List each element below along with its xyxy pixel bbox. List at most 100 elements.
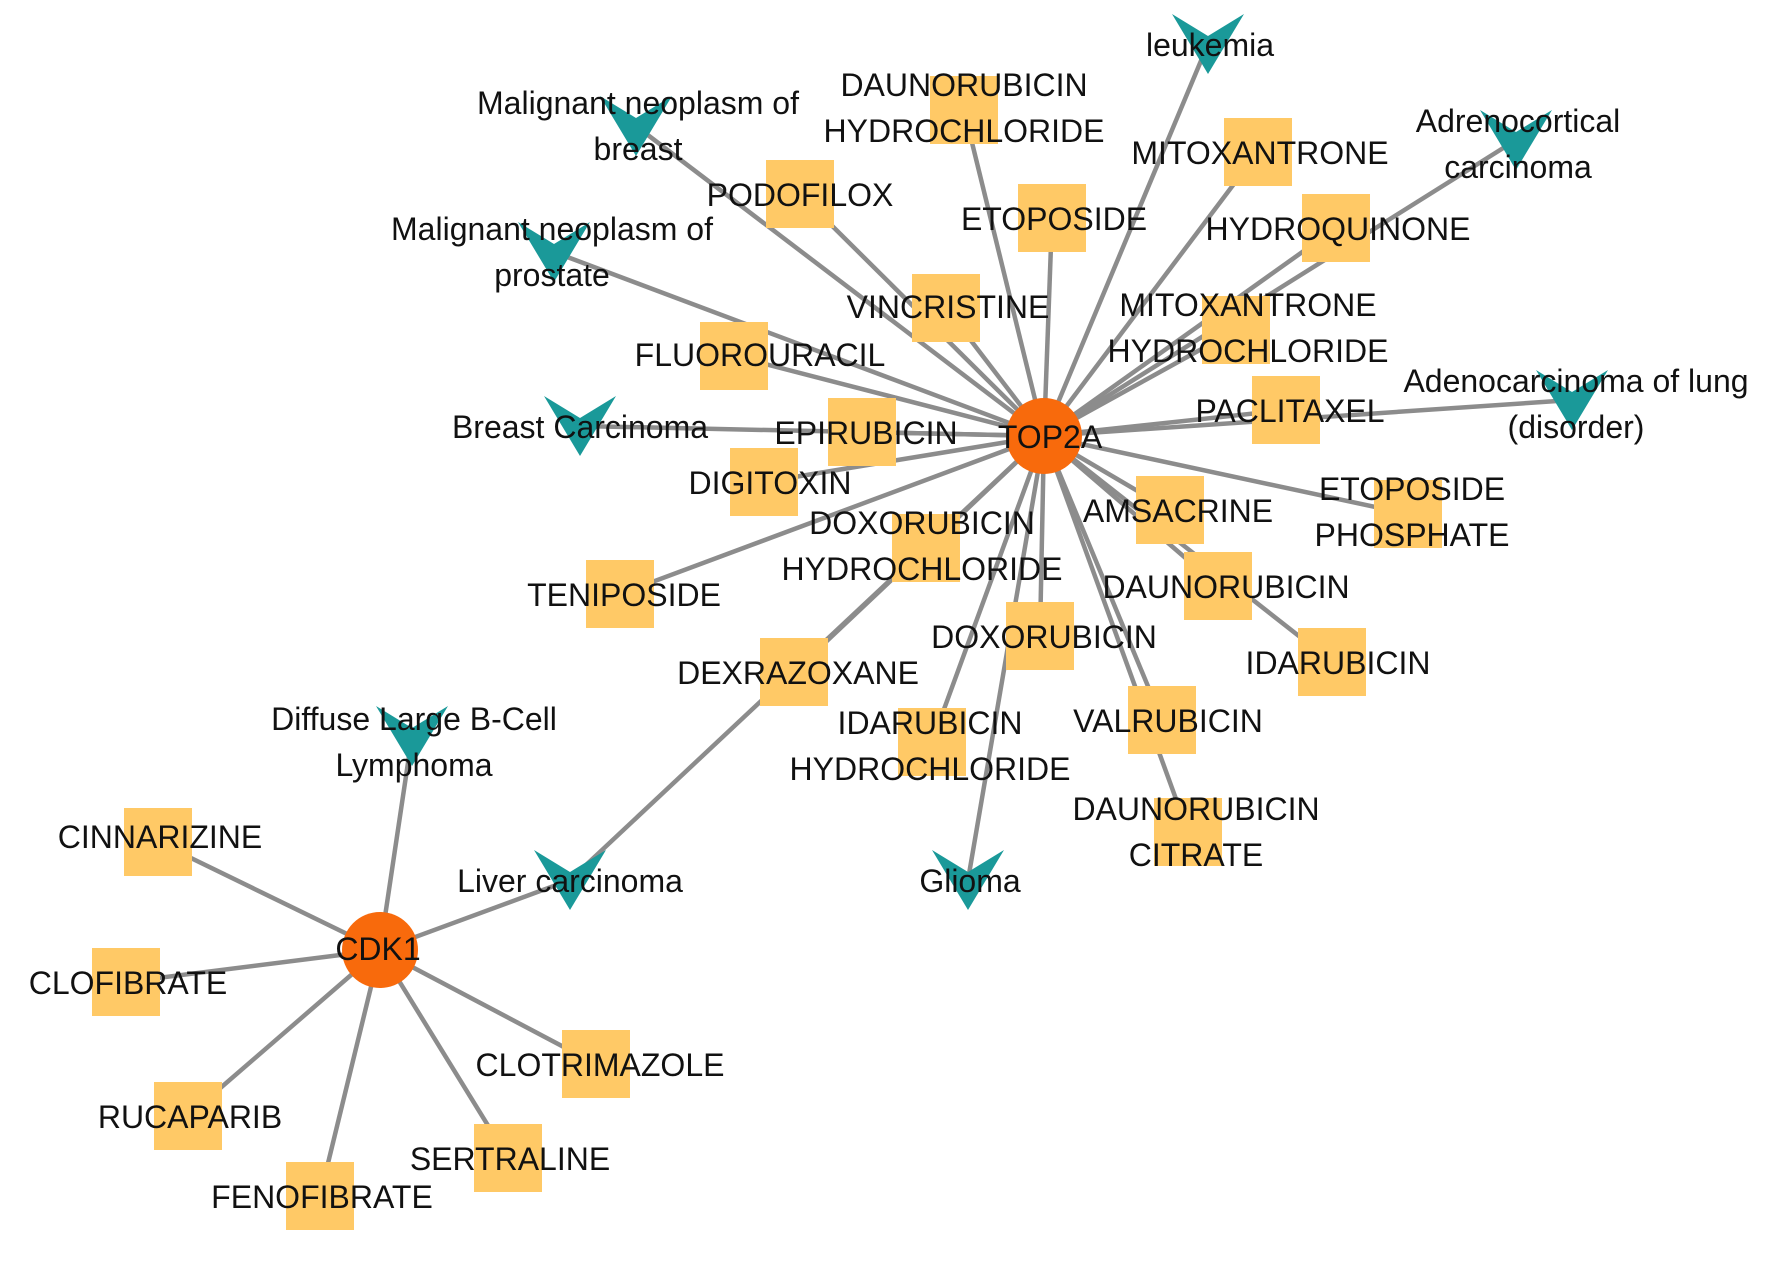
adeno-lung-label-line: (disorder) (1508, 409, 1645, 445)
disease-node-mn-breast[interactable] (600, 96, 672, 156)
edge-leukemia-top2a (1041, 43, 1211, 437)
mitoxantrone-hcl-label-line: HYDROCHLORIDE (1108, 333, 1389, 369)
dexrazoxane-label: DEXRAZOXANE (677, 655, 919, 691)
drug-node-idarubicin[interactable] (1298, 628, 1366, 696)
disease-node-mn-prostate[interactable] (518, 222, 590, 282)
edge-valrubicin-top2a (1041, 435, 1165, 721)
disease-node-dlbcl[interactable] (376, 706, 448, 766)
daunorubicin-label: DAUNORUBICIN (1102, 569, 1349, 605)
daunorubicin-citrate-label-line: CITRATE (1129, 837, 1264, 873)
sertraline-label-line: SERTRALINE (410, 1141, 610, 1177)
drug-node-teniposide[interactable] (586, 560, 654, 628)
drug-node-cinnarizine[interactable] (124, 808, 192, 876)
fluorouracil-label: FLUOROURACIL (635, 337, 886, 373)
drug-node-fenofibrate[interactable] (286, 1162, 354, 1230)
dlbcl-label-line: Lymphoma (335, 747, 492, 783)
drug-node-sertraline[interactable] (474, 1124, 542, 1192)
hub-node-top2a[interactable] (1006, 398, 1082, 474)
node-layer (92, 14, 1608, 1230)
mn-breast-label: Malignant neoplasm of breast (477, 85, 799, 167)
adrenocortical-label-line: carcinoma (1444, 149, 1592, 185)
hydroquinone-label-line: HYDROQUINONE (1206, 211, 1471, 247)
disease-node-adeno-lung[interactable] (1536, 370, 1608, 430)
drug-node-daunorubicin-hcl[interactable] (930, 76, 998, 144)
podofilox-label: PODOFILOX (707, 177, 894, 213)
hydroquinone-label: HYDROQUINONE (1206, 211, 1471, 247)
amsacrine-label-line: AMSACRINE (1083, 493, 1273, 529)
vincristine-label: VINCRISTINE (847, 289, 1050, 325)
drug-node-rucaparib[interactable] (154, 1082, 222, 1150)
clotrimazole-label: CLOTRIMAZOLE (476, 1047, 725, 1083)
leukemia-label-line: leukemia (1146, 27, 1274, 63)
adeno-lung-label: Adenocarcinoma of lung(disorder) (1403, 363, 1748, 445)
doxorubicin-label: DOXORUBICIN (931, 619, 1157, 655)
mitoxantrone-hcl-label: MITOXANTRONE HYDROCHLORIDE (1108, 287, 1389, 369)
amsacrine-label: AMSACRINE (1083, 493, 1273, 529)
edge-idarubicin-top2a (1042, 434, 1334, 664)
drug-node-doxorubicin[interactable] (1006, 602, 1074, 670)
cdk1-label: CDK1 (335, 931, 420, 967)
edge-fenofibrate-cdk1 (317, 949, 383, 1197)
valrubicin-label: VALRUBICIN (1073, 703, 1263, 739)
drug-node-dexrazoxane[interactable] (760, 638, 828, 706)
daunorubicin-hcl-label-line: DAUNORUBICIN (840, 67, 1087, 103)
edge-digitoxin-top2a (763, 433, 1045, 485)
drug-node-amsacrine[interactable] (1136, 476, 1204, 544)
drug-node-podofilox[interactable] (766, 160, 834, 228)
digitoxin-label: DIGITOXIN (689, 465, 852, 501)
drug-node-valrubicin[interactable] (1128, 686, 1196, 754)
clotrimazole-label-line: CLOTRIMAZOLE (476, 1047, 725, 1083)
drug-node-digitoxin[interactable] (730, 448, 798, 516)
mn-breast-label-line: breast (594, 131, 683, 167)
doxorubicin-hcl-label-line: HYDROCHLORIDE (782, 551, 1063, 587)
leukemia-label: leukemia (1146, 27, 1274, 63)
cinnarizine-label-line: CINNARIZINE (58, 819, 262, 855)
mitoxantrone-hcl-label-line: MITOXANTRONE (1119, 287, 1376, 323)
fenofibrate-label: FENOFIBRATE (211, 1179, 433, 1215)
edge-idarubicin-hcl-top2a (929, 435, 1047, 743)
drug-node-vincristine[interactable] (912, 274, 980, 342)
drug-node-daunorubicin-citrate[interactable] (1154, 798, 1222, 866)
edge-daunorubicin-citrate-top2a (1041, 435, 1191, 833)
drug-node-mitoxantrone-hcl[interactable] (1202, 296, 1270, 364)
breast-carcinoma-label-line: Breast Carcinoma (452, 409, 708, 445)
disease-node-breast-carcinoma[interactable] (544, 396, 616, 456)
label-layer: DAUNORUBICIN HYDROCHLORIDE MITOXANTRONE POD… (29, 27, 1749, 1215)
teniposide-label-line: TENIPOSIDE (527, 577, 721, 613)
glioma-label-line: Glioma (919, 863, 1021, 899)
disease-node-adrenocortical[interactable] (1480, 110, 1552, 170)
drug-node-etoposide-phosphate[interactable] (1374, 480, 1442, 548)
drug-node-doxorubicin-hcl[interactable] (892, 514, 960, 582)
mn-breast-label-line: Malignant neoplasm of (477, 85, 799, 121)
drug-node-mitoxantrone[interactable] (1224, 118, 1292, 186)
edge-mitoxantrone-top2a (1042, 150, 1260, 438)
vincristine-label-line: VINCRISTINE (847, 289, 1050, 325)
paclitaxel-label-line: PACLITAXEL (1195, 393, 1384, 429)
dlbcl-label-line: Diffuse Large B-Cell (271, 701, 557, 737)
fenofibrate-label-line: FENOFIBRATE (211, 1179, 433, 1215)
liver-carcinoma-label-line: Liver carcinoma (457, 863, 683, 899)
edge-cinnarizine-cdk1 (157, 839, 381, 953)
doxorubicin-hcl-label-line: DOXORUBICIN (809, 505, 1035, 541)
edge-mn-prostate-top2a (553, 249, 1045, 439)
edge-hydroquinone-top2a (1042, 226, 1338, 438)
cinnarizine-label: CINNARIZINE (58, 819, 262, 855)
drug-node-paclitaxel[interactable] (1252, 376, 1320, 444)
drug-node-clotrimazole[interactable] (562, 1030, 630, 1098)
hub-node-cdk1[interactable] (342, 912, 418, 988)
edge-mn-breast-top2a (634, 124, 1046, 438)
disease-node-glioma[interactable] (932, 850, 1004, 910)
drug-node-etoposide[interactable] (1018, 184, 1086, 252)
etoposide-phosphate-label-line: PHOSPHATE (1315, 517, 1510, 553)
drug-node-daunorubicin[interactable] (1184, 552, 1252, 620)
disease-node-leukemia[interactable] (1172, 14, 1244, 74)
idarubicin-hcl-label-line: HYDROCHLORIDE (790, 751, 1071, 787)
drug-node-clofibrate[interactable] (92, 948, 160, 1016)
rucaparib-label: RUCAPARIB (98, 1099, 282, 1135)
drug-node-idarubicin-hcl[interactable] (898, 708, 966, 776)
drug-node-hydroquinone[interactable] (1302, 194, 1370, 262)
disease-node-liver-carcinoma[interactable] (534, 850, 606, 910)
drug-node-epirubicin[interactable] (828, 398, 896, 466)
drug-node-fluorouracil[interactable] (700, 322, 768, 390)
